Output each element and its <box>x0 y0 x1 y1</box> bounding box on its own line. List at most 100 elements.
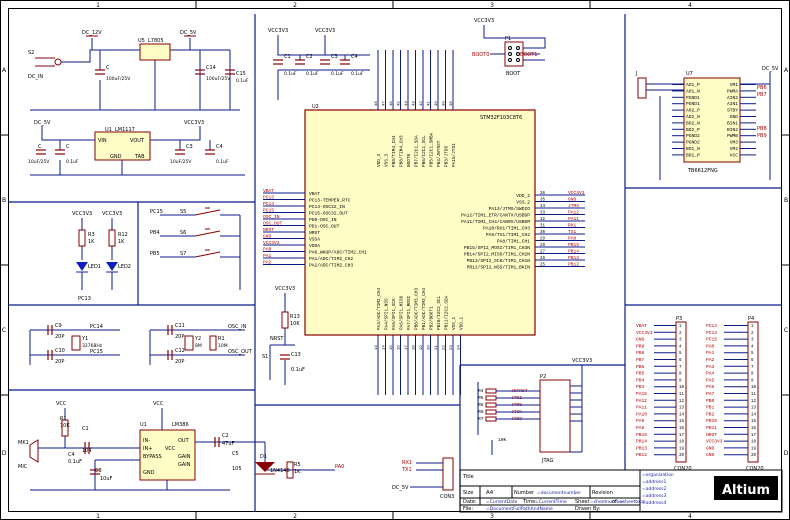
mcu-bottom-pin-label: PA5/SPI1_SCK <box>392 298 397 330</box>
btn-s5: S5 <box>180 209 186 215</box>
motor-right-pin: PWMA <box>727 88 738 94</box>
mcu-bottom-pin-num: 18 <box>413 345 417 350</box>
mcu-top-pin-num: 46 <box>390 101 394 106</box>
header-net: PB13 <box>636 445 647 451</box>
mcu-right-pin-label: PA13/JTMS/SWDIO <box>489 206 531 212</box>
mic-icon <box>29 439 39 463</box>
header-net: PA8 <box>636 425 645 431</box>
xtal-net-pc14: PC14 <box>90 324 103 330</box>
header-net: PB15 <box>636 432 647 438</box>
cap-c3-val: 10uF/25V <box>170 159 192 165</box>
led2-icon <box>106 262 118 271</box>
header-net: PA5 <box>706 377 715 383</box>
mcu-left-net: VCC3V3 <box>263 240 280 246</box>
audio-out: PA0 <box>335 464 344 470</box>
lm1117-pin-vin: VIN <box>98 138 107 144</box>
dc-5v-flag-2: DC_5V <box>34 120 51 126</box>
header-pin-num: 7 <box>751 366 754 370</box>
reset-r13: R13 <box>290 314 300 320</box>
motor-right-pin: PWMB <box>727 133 738 139</box>
dc-5v-flag: DC_5V <box>180 30 197 36</box>
motor-net-pb6: PB6 <box>757 85 767 91</box>
decoup-val-3: 0.1uF <box>331 71 344 77</box>
mcu-top-pin-num: 39 <box>443 101 447 106</box>
motor-left-pin: BO1_P <box>686 152 700 158</box>
xtal-y1-icon <box>71 335 81 351</box>
header-pin-num: 18 <box>751 441 757 445</box>
decoup-c4: C4 <box>351 54 358 60</box>
jtag-ref: P2 <box>540 374 546 380</box>
mcu-bottom-pin-num: 16 <box>398 345 402 350</box>
audio-c5: C5 <box>232 451 239 457</box>
tb-time-value: =CurrentTime <box>535 499 567 505</box>
audio-d1-val: 1N4148 <box>270 468 290 474</box>
mcu-top-pin-label: BOOT0 <box>407 153 412 167</box>
mcu-right-pin-num: 36 <box>540 192 546 196</box>
tb-date-label: Date: <box>463 499 477 505</box>
header-right-ref: P4 <box>748 316 754 322</box>
motor-left-pins: AO1_PAO1_NPGND1PGND1AO2_PAO2_NBO2_NBO2_P… <box>672 82 700 158</box>
mcu-left-pin-label: VDDA <box>309 243 320 249</box>
mcu-top-pin-num: 42 <box>420 101 424 106</box>
audio-c5-val: 105 <box>232 466 242 472</box>
motor-right-pin: BIN1 <box>727 120 738 126</box>
header-pin-num: 13 <box>751 407 757 411</box>
border-col-3: 3 <box>490 2 494 9</box>
decoup-c2: C2 <box>306 54 313 60</box>
mcu-right-net: JTMS <box>568 203 579 209</box>
mic-label: MIC <box>18 464 28 470</box>
header-pin-num: 4 <box>679 345 682 349</box>
decoup-c1: C1 <box>284 54 291 60</box>
mcu-left-net: GND <box>263 234 272 240</box>
motor-right-pin: STBY <box>727 108 738 114</box>
header-pin-num: 17 <box>679 434 685 438</box>
boot-ref: P1 <box>505 36 511 42</box>
cap-c-10uf: C <box>38 144 42 150</box>
motor-left-pin: AO1_P <box>686 82 700 88</box>
mcu-body <box>304 109 536 336</box>
mcu-left-net: PC13 <box>263 195 274 201</box>
mcu-right-pin-label: PA9/TX1/TIM1_CH2 <box>486 232 530 238</box>
cap-c-01uf-val: 0.1uF <box>66 159 79 165</box>
dc-in-label: DC_IN <box>28 74 43 80</box>
header-net: PB3 <box>636 384 645 390</box>
header-net: PA2 <box>706 357 715 363</box>
mcu-left-pin-label: PC14-OSC32_IN <box>309 204 345 210</box>
header-net: PB10 <box>706 418 717 424</box>
header-net: VBAT <box>636 323 647 329</box>
tb-revision-label: Revision <box>592 490 613 496</box>
mcu-right-net: PB14 <box>568 249 579 255</box>
mcu-right-pin-label: PB14/SPI2_MISO/TIM1_CH2N <box>464 251 530 257</box>
mcu-stm32: U2 STM32F103C8T6 VBATVBATPC13-TEMPER_RTC… <box>263 50 585 395</box>
header-net: PA4 <box>706 371 715 377</box>
header-net: PB8 <box>636 350 645 356</box>
xtal-net-oscin: OSC_IN <box>228 324 247 330</box>
serial-body <box>442 457 454 491</box>
boot-label: BOOT <box>506 71 521 77</box>
mcu-bottom-pin-num: 23 <box>450 345 454 350</box>
header-pin-num: 10 <box>679 386 685 390</box>
border-col-4-bottom: 4 <box>688 513 692 520</box>
header-net: PC15 <box>706 337 717 343</box>
xtal-c11-val: 20P <box>175 334 184 340</box>
audio-r5-val: 1K <box>294 469 301 475</box>
mcu-left-pin-label: PA0_WKUP/ADC/TIM2_CH1 <box>309 249 367 255</box>
cap-c15-label: C15 <box>236 71 246 77</box>
mcu-left-net: PC14 <box>263 201 274 207</box>
mcu-bottom-pin-label: PB1/ADC/TIM3_CH4 <box>422 287 427 330</box>
header-pin-num: 6 <box>679 359 682 363</box>
decoup-vcc-1: VCC3V3 <box>268 28 288 34</box>
lm1117-pin-tab: TAB <box>134 154 145 160</box>
mcu-top-pin-label: PA15/JTDI <box>452 143 457 167</box>
mcu-bottom-pin-label: PA6/SPI1_MISO <box>399 295 404 330</box>
mcu-right-pin-num: 25 <box>540 264 546 268</box>
motor-right-pin: AIN2 <box>727 95 738 101</box>
motor-left-pin: AO2_P <box>686 108 700 114</box>
jtag-res-ref: R6 <box>478 402 484 408</box>
mcu-left-net: NRST <box>263 227 274 233</box>
mcu-bottom-pin-label: PB11/I2C2_SDA <box>444 295 449 330</box>
motor-left-pin: PGND2 <box>686 140 700 146</box>
button-section: PC15 PB4 PB5 S5 S6 S7 <box>150 207 241 290</box>
mcu-right-pin-label: PB13/SPI2_SCK/TIM1_CH1N <box>467 258 531 264</box>
